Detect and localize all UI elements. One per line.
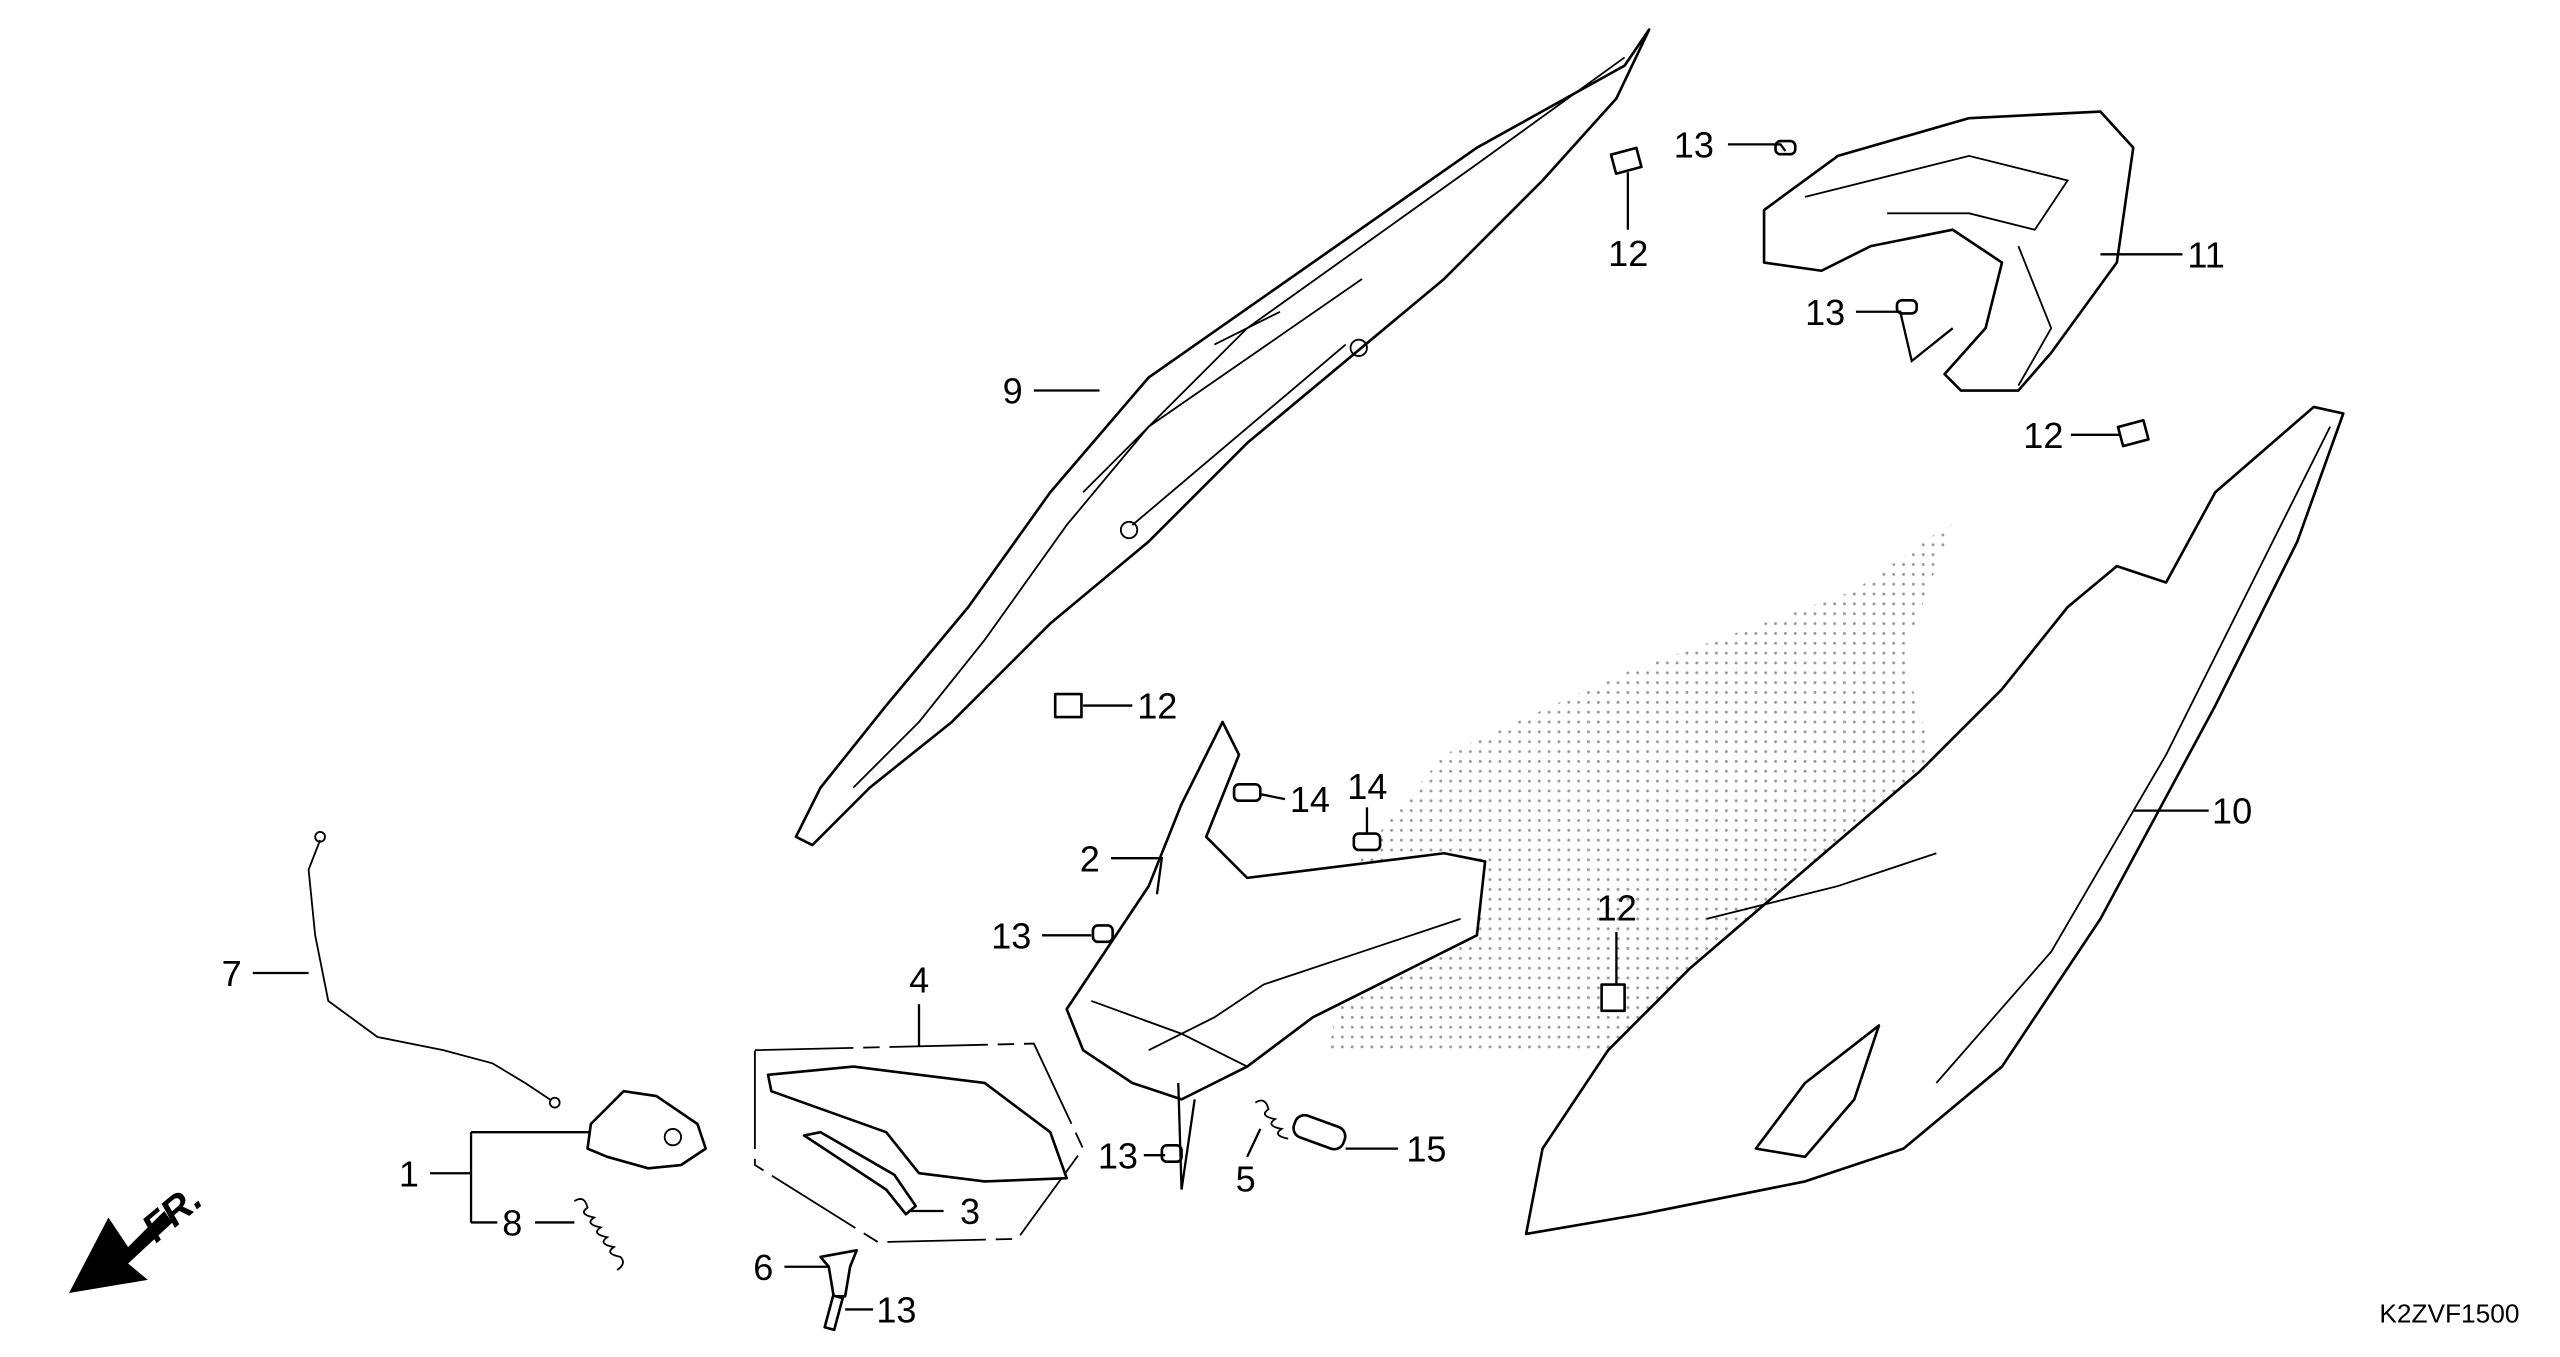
screw-13b	[1895, 298, 1918, 315]
label-5: 5	[1236, 1158, 1256, 1199]
label-4: 4	[909, 960, 929, 1001]
label-13: 13	[1805, 292, 1845, 333]
part-2-center-cover	[1065, 720, 1487, 1101]
label-12: 12	[1137, 686, 1177, 727]
spring-5	[1254, 1099, 1289, 1140]
label-7: 7	[222, 953, 242, 994]
collar-15	[1292, 1113, 1347, 1151]
screw-13e	[823, 1294, 844, 1332]
label-14: 14	[1347, 766, 1387, 807]
label-1: 1	[399, 1153, 419, 1194]
part-10-body-cover	[1524, 405, 2345, 1236]
label-8: 8	[502, 1203, 522, 1244]
clip-12b	[2116, 418, 2150, 448]
screw-14a	[1232, 783, 1262, 803]
part-8-spring	[573, 1198, 624, 1271]
clip-12c	[1053, 692, 1083, 719]
label-9: 9	[1003, 371, 1023, 412]
screw-13a	[1774, 139, 1797, 156]
label-12: 12	[1608, 233, 1648, 274]
clip-12d	[1600, 983, 1626, 1013]
part-4-group	[754, 1042, 1085, 1244]
label-2: 2	[1080, 838, 1100, 879]
label-3: 3	[960, 1191, 980, 1232]
label-14: 14	[1290, 779, 1330, 820]
screw-14b	[1352, 832, 1382, 852]
clip-12a	[1609, 146, 1643, 176]
front-direction-arrow: FR.	[69, 1176, 210, 1294]
label-13: 13	[876, 1290, 916, 1331]
screw-13c	[1091, 924, 1114, 944]
label-12: 12	[1597, 888, 1637, 929]
leader-lines	[252, 143, 2209, 1311]
part-7-cable	[307, 831, 561, 1109]
label-11: 11	[2187, 234, 2224, 275]
label-13: 13	[1098, 1135, 1138, 1176]
screw-13d	[1160, 1144, 1183, 1164]
part-1-latch	[586, 1089, 708, 1170]
label-12: 12	[2023, 415, 2063, 456]
label-15: 15	[1406, 1129, 1446, 1170]
part-11-rear-cover	[1762, 110, 2135, 392]
part-9-side-cover	[794, 28, 1651, 847]
arrow-icon	[69, 1210, 173, 1294]
label-6: 6	[753, 1247, 773, 1288]
diagram-code: K2ZVF1500	[2379, 1299, 2519, 1329]
label-13: 13	[991, 915, 1031, 956]
part-labels: 13 12 11 13 12 9 12 14 14 2 10 13 12 4 7…	[222, 125, 2253, 1331]
label-13: 13	[1674, 125, 1714, 166]
clip-6	[819, 1249, 858, 1298]
label-10: 10	[2212, 791, 2252, 832]
